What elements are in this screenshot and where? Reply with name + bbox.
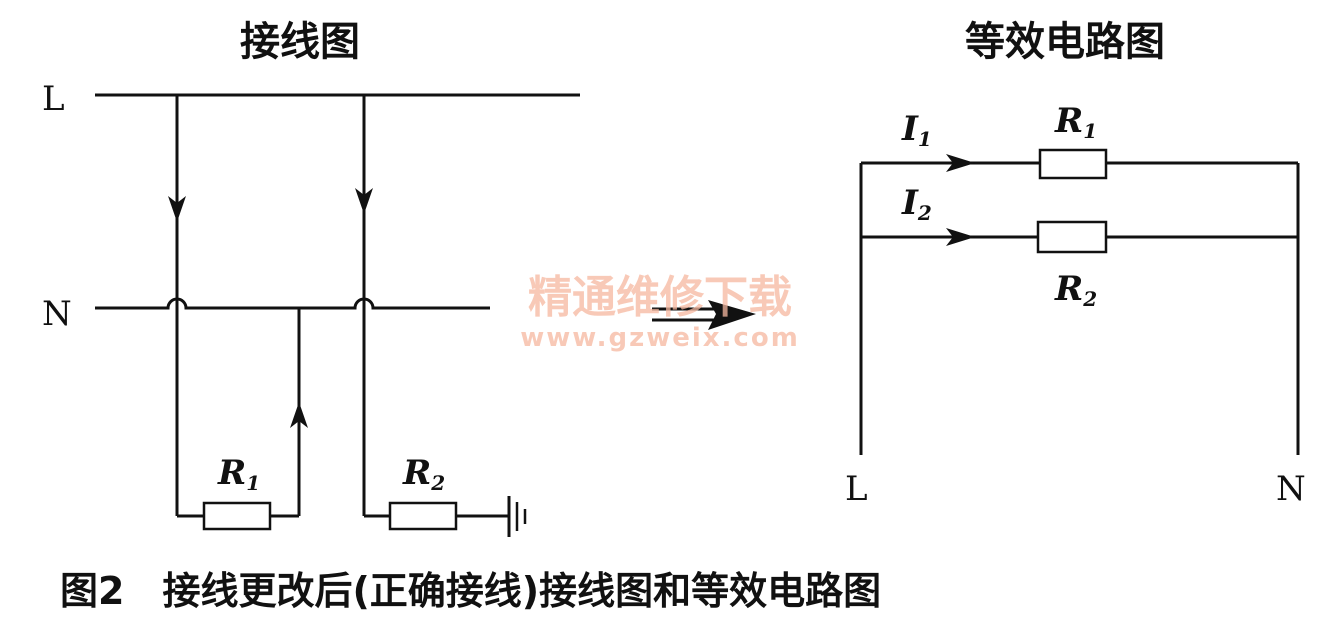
resistor-r1-right bbox=[1038, 148, 1108, 180]
current-arrow-1 bbox=[946, 154, 975, 172]
down-arrow-2 bbox=[355, 188, 373, 214]
left-neutral-terminal-label: N bbox=[42, 294, 72, 334]
wiring-diagram-title: 接线图 bbox=[240, 19, 360, 65]
current-i2-label: I2 bbox=[901, 183, 932, 225]
right-line-terminal-label: L bbox=[845, 469, 868, 509]
equivalent-circuit-title: 等效电路图 bbox=[965, 19, 1165, 65]
neutral-bus-wire bbox=[95, 297, 490, 310]
current-arrow-2 bbox=[946, 228, 975, 246]
right-neutral-terminal-label: N bbox=[1276, 469, 1306, 509]
left-line-terminal-label: L bbox=[42, 79, 65, 119]
resistor-r2-right-label: R2 bbox=[1054, 269, 1097, 311]
resistor-r2-left bbox=[388, 501, 458, 531]
resistor-r1-right-label: R1 bbox=[1054, 101, 1097, 143]
transform-arrow-icon bbox=[652, 300, 756, 330]
figure-caption: 图2 接线更改后(正确接线)接线图和等效电路图 bbox=[60, 569, 881, 613]
resistor-r1-left-label: R1 bbox=[217, 453, 260, 495]
current-i1-label: I1 bbox=[901, 109, 932, 151]
watermark-text: 精通维修下载 bbox=[528, 272, 792, 323]
up-arrow bbox=[290, 402, 308, 428]
down-arrow-1 bbox=[168, 196, 186, 222]
ground-icon bbox=[507, 496, 527, 537]
resistor-r2-right bbox=[1036, 220, 1108, 254]
resistor-r1-left bbox=[202, 501, 272, 531]
watermark-url: www.gzweix.com bbox=[520, 323, 800, 353]
resistor-r2-left-label: R2 bbox=[402, 453, 445, 495]
